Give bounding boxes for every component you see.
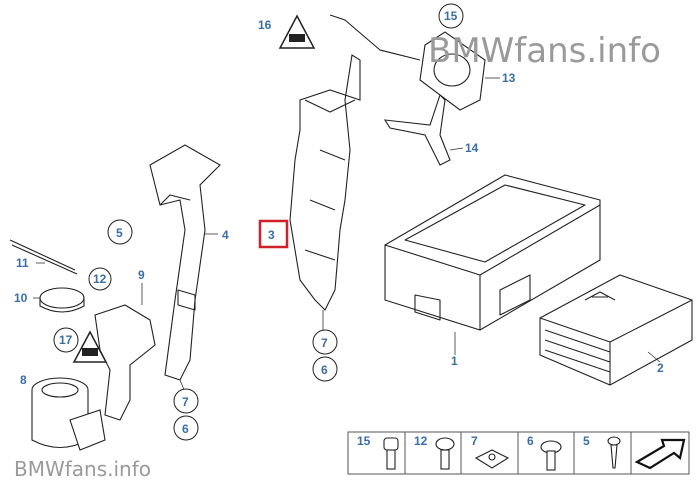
clip-nut-icon [474, 449, 510, 469]
label-13[interactable]: 13 [502, 71, 516, 85]
legend-label-5: 5 [583, 434, 590, 448]
callout-circle-5 [107, 219, 133, 245]
label-11[interactable]: 11 [16, 256, 29, 270]
label-3[interactable]: 3 [268, 228, 275, 242]
fan-part-13 [329, 14, 500, 166]
bracket-part-9 [94, 283, 156, 421]
reservoir-part-8 [31, 377, 106, 451]
callout-circle-7a [173, 388, 199, 414]
highlight-box-3 [258, 219, 289, 249]
label-2[interactable]: 2 [657, 361, 664, 375]
label-6a[interactable]: 6 [182, 422, 189, 436]
callout-circle-7b [312, 329, 338, 355]
label-7a[interactable]: 7 [182, 395, 189, 409]
label-15[interactable]: 15 [444, 9, 458, 23]
callout-circle-6a [173, 415, 199, 441]
callout-circle-15 [438, 3, 464, 29]
bracket-part-3 [289, 54, 361, 332]
label-17[interactable]: 17 [59, 333, 73, 347]
label-9[interactable]: 9 [138, 268, 145, 282]
label-14[interactable]: 14 [465, 141, 479, 155]
cd-magazine-part [539, 274, 693, 386]
cable-tie-part-11 [9, 239, 78, 275]
warning-label-17 [72, 330, 108, 363]
watermark-bottom: BMWfans.info [14, 457, 151, 481]
callout-circle-6b [312, 356, 338, 382]
legend-label-15: 15 [357, 434, 371, 448]
label-6b[interactable]: 6 [321, 363, 328, 377]
legend-label-7: 7 [471, 434, 478, 448]
fastener-legend: 15 12 7 6 5 [347, 431, 690, 475]
hex-bolt-washer-icon [540, 440, 562, 471]
label-7b[interactable]: 7 [321, 336, 328, 350]
label-4[interactable]: 4 [222, 228, 229, 242]
watermark-top: BMWfans.info [428, 31, 661, 71]
warning-label-16 [278, 14, 316, 49]
label-10[interactable]: 10 [14, 291, 28, 305]
arrow-icon [634, 438, 686, 470]
slotted-screw-icon [435, 437, 455, 470]
label-8[interactable]: 8 [20, 373, 27, 387]
label-1[interactable]: 1 [451, 354, 458, 368]
self-tapping-screw-icon [607, 436, 621, 469]
legend-label-12: 12 [414, 434, 428, 448]
label-5[interactable]: 5 [116, 226, 123, 240]
cap-part-10 [33, 287, 85, 313]
callout-circle-17 [53, 327, 79, 353]
bracket-part-4 [149, 144, 221, 393]
cd-changer-part [384, 174, 601, 355]
label-12[interactable]: 12 [93, 272, 107, 286]
socket-head-bolt-icon [383, 437, 399, 470]
callout-circle-12 [88, 267, 112, 291]
label-16[interactable]: 16 [258, 18, 272, 32]
legend-label-6: 6 [527, 434, 534, 448]
